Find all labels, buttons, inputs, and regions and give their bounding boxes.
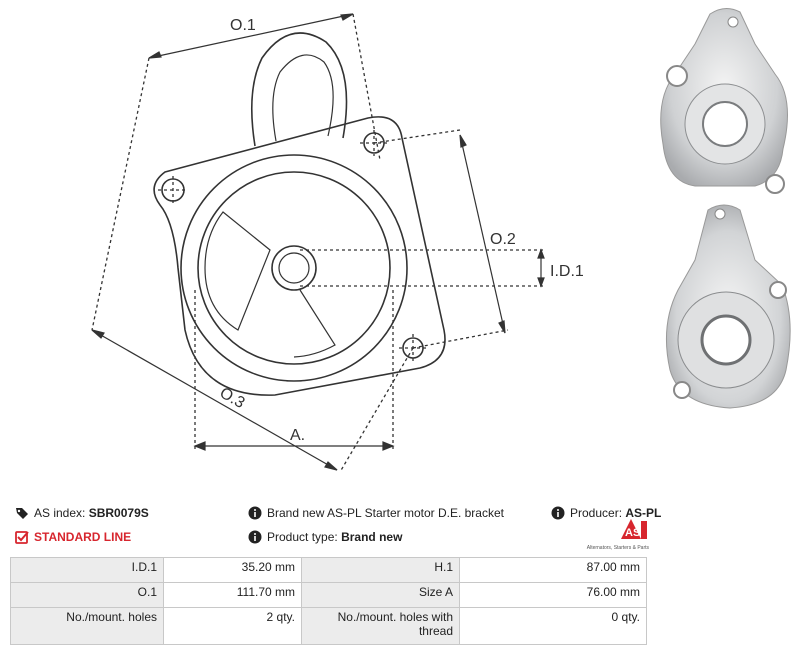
table-row: O.1 111.70 mm Size A 76.00 mm: [10, 582, 647, 608]
spec-value: 35.20 mm: [163, 557, 302, 583]
standard-line-label: STANDARD LINE: [34, 530, 132, 544]
spec-label: H.1: [301, 557, 460, 583]
top-lug: [251, 32, 348, 147]
product-type-value: Brand new: [341, 530, 403, 544]
bore-inner: [278, 252, 310, 284]
label-id1: I.D.1: [550, 263, 584, 280]
description: Brand new AS-PL Starter motor D.E. brack…: [248, 506, 504, 520]
spec-label: O.1: [10, 582, 164, 608]
producer: Producer: AS-PL: [551, 506, 661, 520]
check-square-icon: [15, 531, 29, 544]
as-pl-logo: AS Alternators, Starters & Parts: [585, 518, 649, 551]
spec-value: 87.00 mm: [459, 557, 647, 583]
spec-value: 0 qty.: [459, 607, 647, 645]
as-index: AS index: SBR0079S: [15, 506, 149, 520]
as-logo-mark: AS: [621, 519, 647, 539]
label-o2: O.2: [490, 231, 516, 248]
spec-value: 76.00 mm: [459, 582, 647, 608]
technical-drawing: O.1 O.2 I.D.1 O.3 A.: [91, 13, 584, 473]
product-photo-bottom: [665, 204, 791, 409]
product-type-label: Product type:: [267, 530, 338, 544]
description-text: Brand new AS-PL Starter motor D.E. brack…: [267, 506, 504, 520]
spec-value: 2 qty.: [163, 607, 302, 645]
spec-label: Size A: [301, 582, 460, 608]
label-o1: O.1: [230, 17, 256, 34]
product-photo-top: [660, 8, 788, 194]
info-icon: [248, 530, 262, 544]
specs-table: I.D.1 35.20 mm H.1 87.00 mm O.1 111.70 m…: [10, 557, 647, 645]
producer-value: AS-PL: [625, 506, 662, 520]
standard-line: STANDARD LINE: [15, 530, 131, 544]
label-a: A.: [290, 427, 305, 444]
as-index-label: AS index:: [34, 506, 86, 520]
bracket-outline: [153, 116, 446, 396]
product-type: Product type: Brand new: [248, 530, 402, 544]
spec-label: No./mount. holes with thread: [301, 607, 460, 645]
spec-value: 111.70 mm: [163, 582, 302, 608]
spec-label: I.D.1: [10, 557, 164, 583]
logo-subtitle: Alternators, Starters & Parts: [586, 545, 649, 551]
inner-ring: [197, 171, 391, 365]
bore-outer: [271, 245, 317, 291]
as-index-value: SBR0079S: [88, 506, 149, 520]
table-row: No./mount. holes 2 qty. No./mount. holes…: [10, 607, 647, 645]
producer-label: Producer:: [570, 506, 623, 520]
info-icon: [551, 506, 565, 520]
label-o3: O.3: [217, 384, 248, 412]
outer-ring: [180, 154, 408, 382]
info-icon: [248, 506, 262, 520]
spec-label: No./mount. holes: [10, 607, 164, 645]
table-row: I.D.1 35.20 mm H.1 87.00 mm: [10, 557, 647, 583]
svg-text:AS: AS: [625, 527, 640, 539]
tag-icon: [16, 508, 28, 519]
